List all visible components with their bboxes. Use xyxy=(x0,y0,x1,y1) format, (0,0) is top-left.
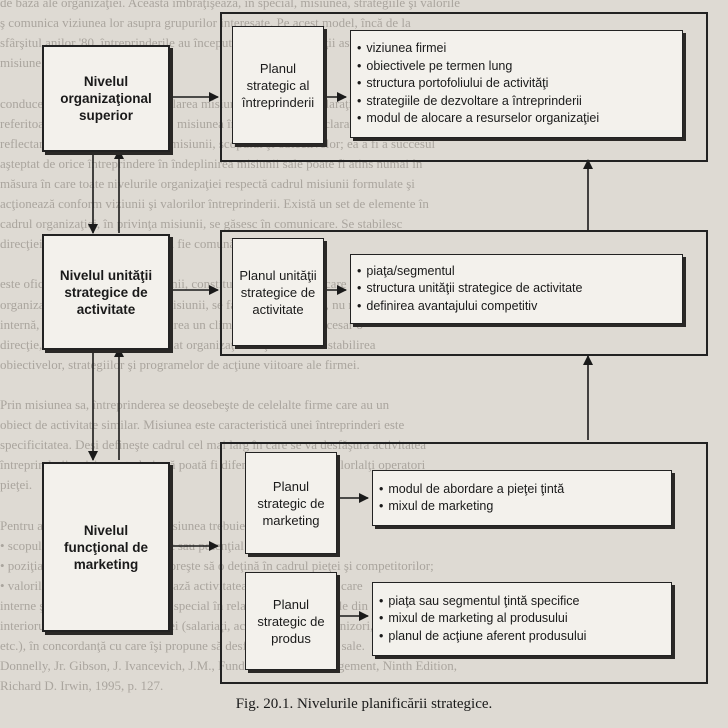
background-text-line: specificitatea. Deşi defineşte cadrul ce… xyxy=(0,437,427,453)
marketing-list-box: modul de abordare a pieţei ţintămixul de… xyxy=(372,470,672,526)
product-list-item: mixul de marketing al produsului xyxy=(379,610,665,628)
level-functional-box: Nivelul funcţional de marketing xyxy=(42,462,170,632)
background-text-line: aşteptat de orice întreprindere în îndep… xyxy=(0,155,423,171)
marketing-plan-box: Planul strategic de marketing xyxy=(245,452,337,554)
marketing-plan-label: Planul strategic de marketing xyxy=(257,478,325,528)
enterprise-list-item: structura portofoliului de activităţi xyxy=(357,75,676,93)
background-text-line: Prin misiunea sa, întreprinderea se deos… xyxy=(0,397,390,412)
marketing-list-item: modul de abordare a pieţei ţintă xyxy=(379,481,665,499)
product-plan-label: Planul strategic de produs xyxy=(257,596,325,646)
enterprise-list-item: obiectivele pe termen lung xyxy=(357,58,676,76)
enterprise-list: viziunea firmeiobiectivele pe termen lun… xyxy=(357,40,676,128)
sbu-list: piaţa/segmentulstructura unităţii strate… xyxy=(357,263,676,316)
product-list: piaţa sau segmentul ţintă specificemixul… xyxy=(379,593,665,646)
marketing-list: modul de abordare a pieţei ţintămixul de… xyxy=(379,481,665,516)
enterprise-list-item: strategiile de dezvoltare a întreprinder… xyxy=(357,93,676,111)
sbu-list-item: definirea avantajului competitiv xyxy=(357,298,676,316)
level-sbu-label: Nivelul unităţii strategice de activitat… xyxy=(59,267,153,317)
enterprise-list-box: viziunea firmeiobiectivele pe termen lun… xyxy=(350,30,683,138)
background-text-line: obiectivelor, strategiilor şi programelo… xyxy=(0,356,360,372)
level-top-label: Nivelul organizaţional superior xyxy=(60,74,152,123)
marketing-list-item: mixul de marketing xyxy=(379,498,665,516)
sbu-plan-box: Planul unităţii strategice de activitate xyxy=(232,238,324,346)
background-text-line: Donnelly, Jr. Gibson, J. Ivancevich, J.M… xyxy=(0,658,457,674)
enterprise-plan-label: Planul strategic al întreprinderii xyxy=(241,60,315,110)
level-top-box: Nivelul organizaţional superior xyxy=(42,45,170,152)
sbu-list-item: structura unităţii strategice de activit… xyxy=(357,280,676,298)
background-text-line: obiect de activitate similar. Misiunea e… xyxy=(0,417,405,433)
background-text-line: măsura în care toate nivelurile organiza… xyxy=(0,175,415,191)
product-list-box: piaţa sau segmentul ţintă specificemixul… xyxy=(372,582,672,656)
level-functional-label: Nivelul funcţional de marketing xyxy=(64,522,148,572)
background-text-line: pieţei. xyxy=(0,477,33,493)
sbu-list-item: piaţa/segmentul xyxy=(357,263,676,281)
background-text-line: acţionează conform viziunii şi valorilor… xyxy=(0,196,429,211)
product-list-item: piaţa sau segmentul ţintă specifice xyxy=(379,593,665,611)
marketing-panel xyxy=(220,442,708,684)
sbu-panel xyxy=(220,230,708,356)
enterprise-plan-box: Planul strategic al întreprinderii xyxy=(232,26,324,144)
level-sbu-box: Nivelul unităţii strategice de activitat… xyxy=(42,234,170,350)
enterprise-list-item: viziunea firmei xyxy=(357,40,676,58)
enterprise-panel xyxy=(220,12,708,162)
sbu-plan-label: Planul unităţii strategice de activitate xyxy=(239,267,317,317)
background-text-line: cadrul organizaţiei, în privinţa misiuni… xyxy=(0,216,403,232)
background-text-line: Richard D. Irwin, 1995, p. 127. xyxy=(0,678,164,694)
product-plan-box: Planul strategic de produs xyxy=(245,572,337,670)
background-text-line: de bază ale organizaţiei. Aceasta îmbrăţ… xyxy=(0,0,460,10)
product-list-item: planul de acţiune aferent produsului xyxy=(379,628,665,646)
enterprise-list-item: modul de alocare a resurselor organizaţi… xyxy=(357,110,676,128)
sbu-list-box: piaţa/segmentulstructura unităţii strate… xyxy=(350,254,683,324)
figure-caption: Fig. 20.1. Nivelurile planificării strat… xyxy=(235,696,493,712)
